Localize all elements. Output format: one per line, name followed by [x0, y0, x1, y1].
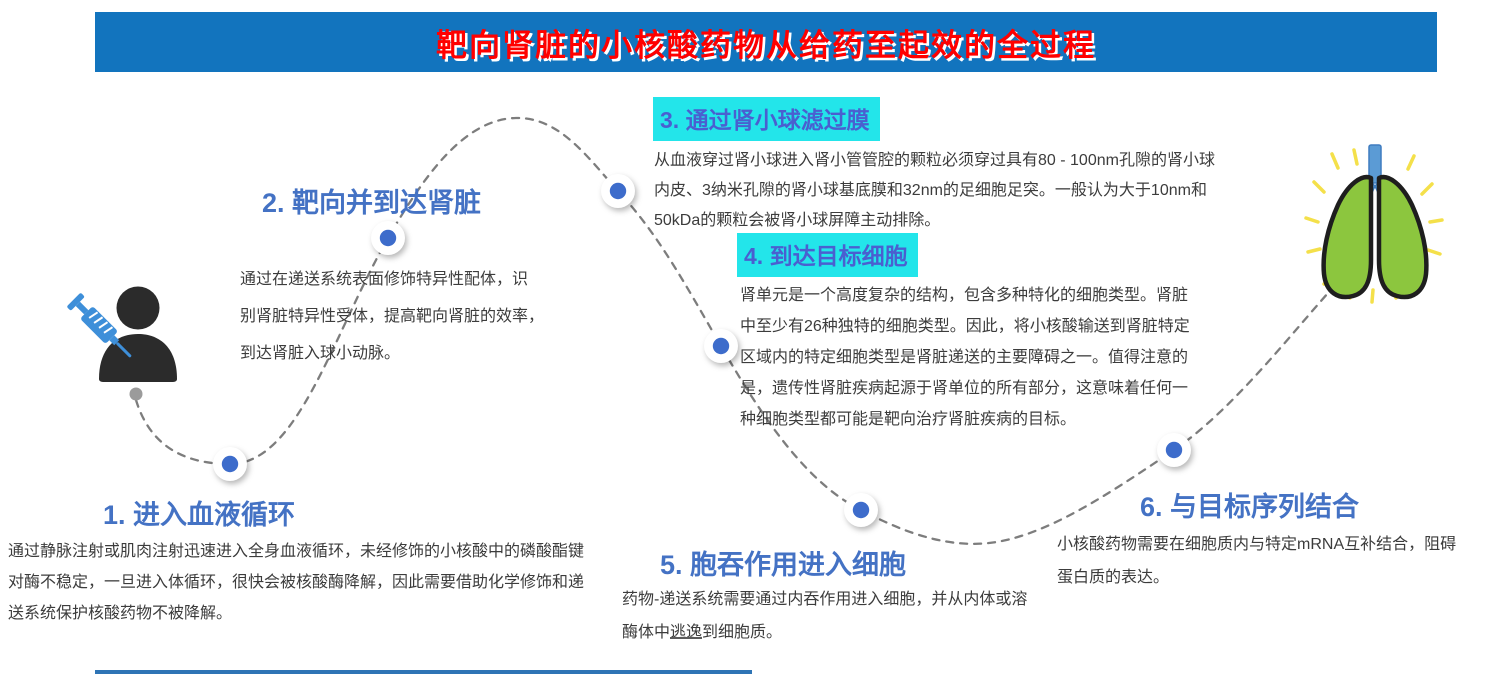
path-node-6 — [1157, 433, 1191, 467]
right-lung-lobe — [1376, 174, 1429, 300]
header-banner: 靶向肾脏的小核酸药物从给药至起效的全过程 — [95, 12, 1437, 72]
step-4-title: 4. 到达目标细胞 — [737, 233, 918, 277]
lungs-icon — [1304, 144, 1444, 304]
syringe-icon — [67, 293, 132, 358]
step-3-title: 3. 通过肾小球滤过膜 — [653, 97, 880, 141]
page-title: 靶向肾脏的小核酸药物从给药至起效的全过程 — [436, 27, 1096, 63]
step-5-body: 药物-递送系统需要通过内吞作用进入细胞，并从内体或溶 酶体中逃逸到细胞质。 — [622, 591, 1028, 641]
step-3-body: 从血液穿过肾小球进入肾小管管腔的颗粒必须穿过具有80 - 100nm孔隙的肾小球… — [654, 152, 1215, 229]
path-node-4 — [704, 329, 738, 363]
step-6-title: 6. 与目标序列结合 — [1140, 492, 1360, 522]
path-node-5 — [844, 493, 878, 527]
step-2-body: 通过在递送系统表面修饰特异性配体，识 别肾脏特异性受体，提高靶向肾脏的效率， 到… — [240, 271, 545, 362]
left-lung-lobe — [1321, 174, 1374, 300]
step-2-title: 2. 靶向并到达肾脏 — [262, 188, 482, 218]
step-6-body: 小核酸药物需要在细胞质内与特定mRNA互补结合，阻碍 蛋白质的表达。 — [1057, 536, 1457, 586]
bottom-border-line — [95, 670, 752, 674]
step-5-title: 5. 胞吞作用进入细胞 — [660, 550, 907, 580]
person-icon — [67, 286, 177, 382]
step-4-body: 肾单元是一个高度复杂的结构，包含多种特化的细胞类型。肾脏 中至少有26种独特的细… — [740, 287, 1190, 428]
path-node-1 — [213, 447, 247, 481]
underline-mark — [670, 637, 702, 639]
step-1-body: 通过静脉注射或肌肉注射迅速进入全身血液循环，未经修饰的小核酸中的磷酸酯键 对酶不… — [8, 543, 585, 622]
start-dot — [129, 387, 143, 401]
step-1-title: 1. 进入血液循环 — [103, 500, 296, 530]
path-node-2 — [371, 221, 405, 255]
path-node-3 — [601, 174, 635, 208]
